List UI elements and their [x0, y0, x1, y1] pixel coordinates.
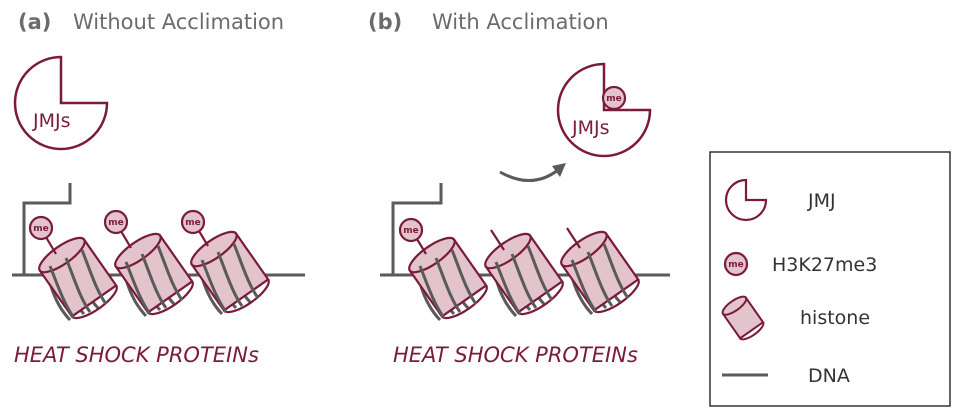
removal-arrow-icon [499, 163, 566, 182]
panel-a-letter: (a) [18, 10, 51, 34]
histone [479, 226, 569, 322]
me-label: me [403, 226, 418, 236]
legend-label-jmj: JMJ [807, 190, 836, 212]
me-label: me [185, 218, 200, 228]
histone-icon [721, 295, 765, 341]
jmj-enzyme-label: JMJs [32, 110, 71, 132]
demethylated-tail [490, 229, 505, 251]
jmj-enzyme-label: JMJs [571, 117, 610, 139]
legend-label-dna: DNA [808, 365, 850, 387]
promoter-arrow [391, 183, 443, 275]
legend-label-histone: histone [800, 307, 870, 329]
legend-label-h3k27me3: H3K27me3 [772, 254, 877, 276]
legend-box [709, 151, 951, 407]
panel-a-title: Without Acclimation [73, 10, 284, 34]
legend: JMJ me H3K27me3 histone DNA [709, 151, 951, 407]
jmj-enzyme-icon [13, 55, 109, 151]
me-label: me [728, 260, 743, 270]
histone [403, 230, 493, 326]
panel-b: (b) With Acclimation me JMJs me HEAT SHO… [368, 10, 670, 367]
panel-b-letter: (b) [368, 10, 402, 34]
histone [33, 230, 123, 326]
gene-label: HEAT SHOCK PROTEINs [393, 343, 638, 367]
histone [109, 226, 199, 322]
histone [555, 224, 645, 320]
promoter-arrow [22, 183, 72, 275]
histone [185, 224, 275, 320]
me-label: me [108, 218, 123, 228]
me-label: me [606, 94, 621, 104]
jmj-enzyme-icon [724, 178, 768, 222]
jmj-enzyme-icon [556, 62, 652, 158]
panel-b-title: With Acclimation [432, 10, 609, 34]
panel-a: (a) Without Acclimation JMJs me me me HE… [12, 10, 305, 367]
demethylated-tail [566, 227, 581, 249]
me-label: me [33, 224, 48, 234]
gene-label: HEAT SHOCK PROTEINs [14, 343, 259, 367]
